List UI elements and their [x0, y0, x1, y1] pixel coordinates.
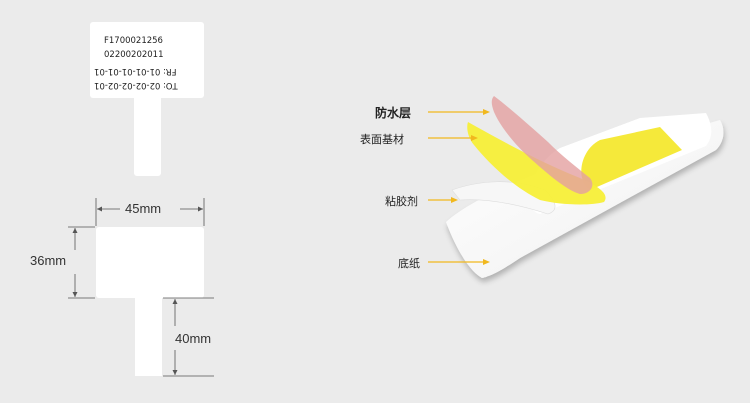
sample-label-head [90, 22, 204, 98]
tail-dimension-text: 40mm [175, 331, 212, 346]
layer-label-surface: 表面基材 [360, 133, 404, 146]
dimension-label-head [96, 227, 204, 298]
layer-label-adhesive: 粘胶剂 [385, 195, 418, 208]
layer-label-waterproof: 防水层 [375, 106, 412, 120]
label-line-2: 02200202011 [104, 50, 164, 60]
height-dimension-lines [68, 226, 95, 299]
dimension-label-tail [135, 296, 162, 376]
sample-label-tail [134, 96, 161, 176]
layer-label-backing: 底纸 [398, 257, 420, 270]
waterproof-layer [491, 96, 593, 194]
height-dimension-text: 36mm [30, 253, 67, 268]
print-area [581, 127, 682, 190]
width-dimension-text: 45mm [125, 201, 162, 216]
layer-arrows [428, 111, 484, 263]
label-line-1: F1700021256 [104, 36, 163, 46]
